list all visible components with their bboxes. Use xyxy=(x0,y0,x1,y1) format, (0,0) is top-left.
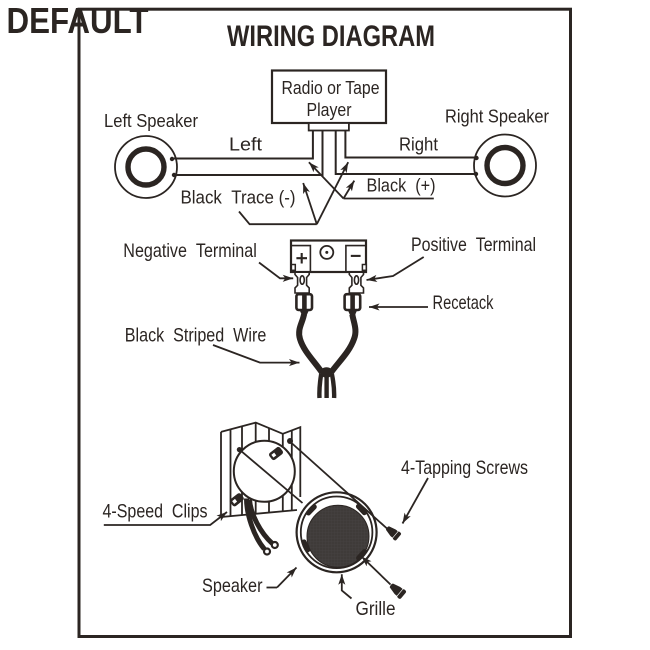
svg-text:Recetack: Recetack xyxy=(433,292,494,314)
svg-text:WIRING DIAGRAM: WIRING DIAGRAM xyxy=(227,20,435,53)
svg-text:Black Striped Wire: Black Striped Wire xyxy=(125,325,266,347)
svg-text:Radio or Tape: Radio or Tape xyxy=(282,78,380,98)
svg-text:4-Speed Clips: 4-Speed Clips xyxy=(103,501,208,523)
svg-text:Negative Terminal: Negative Terminal xyxy=(123,240,256,262)
svg-text:Right Speaker: Right Speaker xyxy=(445,106,549,127)
svg-text:Left Speaker: Left Speaker xyxy=(104,110,198,131)
svg-text:Left: Left xyxy=(229,134,262,155)
svg-text:Speaker: Speaker xyxy=(202,575,263,597)
svg-text:Grille: Grille xyxy=(356,598,396,620)
svg-text:DEFAULT: DEFAULT xyxy=(7,0,149,41)
svg-text:Right: Right xyxy=(399,134,438,155)
svg-text:Black (+): Black (+) xyxy=(367,175,436,196)
svg-text:Player: Player xyxy=(307,100,352,120)
svg-text:Black Trace (-): Black Trace (-) xyxy=(181,187,296,208)
svg-text:4-Tapping Screws: 4-Tapping Screws xyxy=(401,457,528,479)
svg-text:Positive Terminal: Positive Terminal xyxy=(411,234,536,256)
